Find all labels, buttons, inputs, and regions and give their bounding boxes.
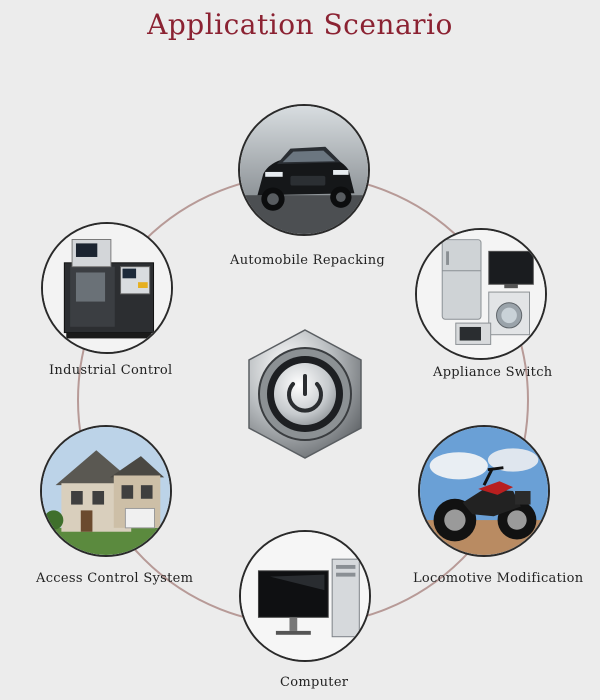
label-automobile-repacking: Automobile Repacking [230,253,385,268]
house-icon [40,425,172,557]
cnc-machine-icon [41,222,173,354]
label-locomotive-modification: Locomotive Modification [413,571,584,586]
label-industrial-control: Industrial Control [49,363,173,378]
label-computer: Computer [280,675,349,690]
motorcycle-icon [418,425,550,557]
label-appliance-switch: Appliance Switch [433,365,553,380]
computer-icon [239,530,371,662]
home-appliances-icon [415,228,547,360]
page-title: Application Scenario [147,8,453,41]
power-icon [243,326,367,462]
label-access-control-system: Access Control System [36,571,194,586]
car-icon [238,104,370,236]
